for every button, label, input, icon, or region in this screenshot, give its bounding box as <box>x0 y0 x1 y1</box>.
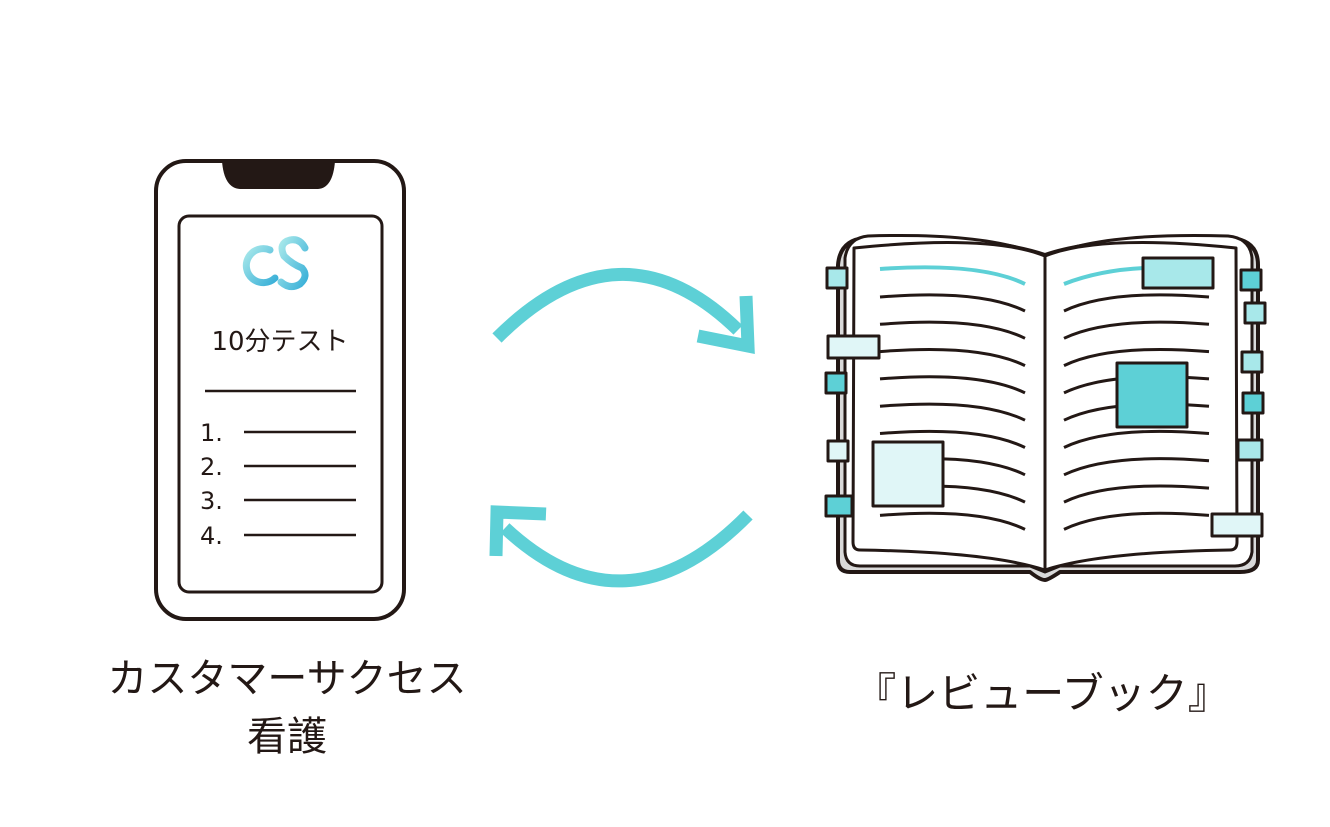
screen-title: 10分テスト <box>211 327 348 357</box>
cs-logo <box>242 236 309 291</box>
book-text-line <box>1063 429 1210 449</box>
book-text-line <box>879 293 1026 313</box>
book-text-line <box>879 348 1026 367</box>
phone-screen <box>177 214 384 594</box>
phone-notch <box>222 161 335 189</box>
book-text-line <box>1063 348 1210 367</box>
left-label-line2: 看護 <box>247 714 327 760</box>
arrow-top-head <box>696 295 755 354</box>
book-text-line <box>1063 293 1210 313</box>
test-list: 1. 2. 3. 4. <box>200 419 356 550</box>
smartphone-icon: 10分テスト 1. 2. 3. 4. <box>154 159 406 621</box>
book-text-line <box>879 511 1026 531</box>
book-text-line <box>1063 320 1210 340</box>
open-book-icon <box>824 233 1267 582</box>
book-text-line <box>879 320 1026 340</box>
list-item-number: 2. <box>200 453 223 481</box>
book-text-line <box>879 402 1026 422</box>
arrow-bottom-head <box>489 505 547 557</box>
book-text-line <box>879 375 1026 395</box>
book-text-line <box>1063 484 1210 504</box>
book-text-line <box>1063 457 1210 477</box>
book-text-line <box>1063 511 1210 531</box>
list-item-number: 1. <box>200 419 223 447</box>
arrow-top-arc <box>492 268 743 343</box>
left-label-line1: カスタマーサクセス <box>107 656 466 702</box>
cycle-arrows-icon <box>489 268 755 588</box>
book-text-line <box>879 429 1026 449</box>
list-item-number: 3. <box>200 487 223 515</box>
right-label: 『レビューブック』 <box>854 669 1229 718</box>
list-item-number: 4. <box>200 522 223 550</box>
arrow-bottom-arc <box>500 510 753 588</box>
